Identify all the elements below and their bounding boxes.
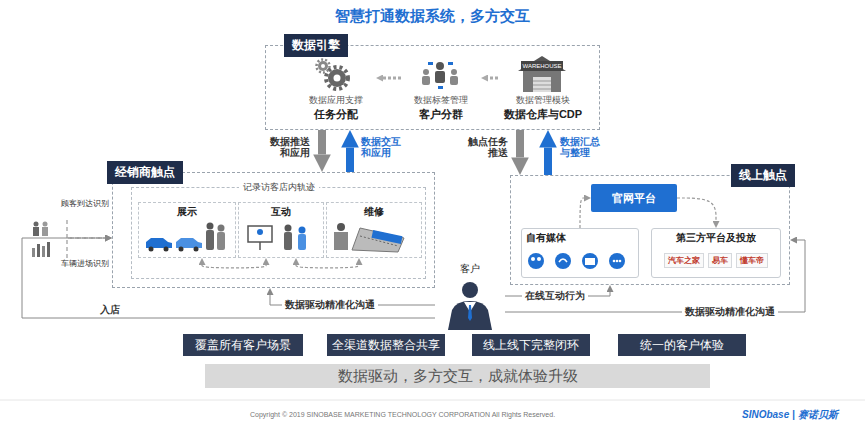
arrival-icon: [33, 222, 48, 237]
title: 智慧打通数据系统，多方交互: [0, 7, 865, 26]
node-text: 客户: [435, 262, 505, 276]
node-text: 任务分配: [314, 107, 358, 122]
flow-arrow: [677, 198, 716, 221]
touch-box: 互动: [238, 202, 324, 258]
online-panel: 线上触点官网平台自有媒体第三方平台及投放汽车之家易车懂车帝: [510, 175, 790, 285]
flow-arrow: [488, 77, 498, 80]
node-text: 顾客到达识别: [25, 198, 109, 209]
node-text: 数据管理模块: [516, 94, 570, 107]
edge-label: 在线互动行为: [522, 290, 588, 301]
sensor-node: 车辆进场识别: [25, 258, 109, 282]
feature-button: 线上线下完整闭环: [472, 334, 590, 356]
node-text: 第三方平台及投放: [652, 229, 780, 247]
flow-arrow: [318, 130, 326, 154]
node-text: 统一的客户体验: [640, 337, 724, 354]
website-box: 官网平台: [591, 184, 677, 212]
service-icon: [334, 223, 404, 252]
interaction-icon: [248, 225, 306, 251]
vehicle-icon: [32, 242, 50, 257]
node-text: 经销商触点: [107, 161, 183, 184]
edge-label: 数据驱动精准化沟通: [282, 299, 378, 310]
engine-module: 数据应用支撑任务分配: [296, 60, 376, 122]
flow-arrow: [516, 130, 524, 157]
flow-arrow: [22, 238, 435, 318]
edge-label: 触点任务推送: [464, 136, 508, 159]
touch-box: 维修: [326, 202, 422, 258]
node-text: 记录访客店内轨迹: [239, 181, 319, 194]
footer-rule: [0, 400, 865, 401]
track-box: 记录访客店内轨迹展示互动维修: [131, 187, 426, 279]
company-logo: SINObase | 赛诺贝斯: [742, 408, 838, 422]
feature-button: 统一的客户体验: [618, 334, 746, 356]
sensor-node: 顾客到达识别: [25, 198, 109, 220]
edge-label: 数据推送和应用: [266, 136, 310, 159]
node-text: 数据标签管理: [414, 94, 468, 107]
warehouse-icon: [518, 56, 566, 92]
flow-arrow: [580, 198, 584, 228]
node-text: 线上线下完整闭环: [483, 337, 579, 354]
node-text: 维修: [327, 203, 421, 219]
edge-label: 数据交互和应用: [361, 136, 407, 159]
customer-node: 客户: [435, 262, 505, 330]
node-text: 覆盖所有客户场景: [195, 337, 291, 354]
media-box: 自有媒体: [521, 228, 639, 278]
node-text: 互动: [239, 203, 323, 219]
node-text: 汽车之家: [664, 253, 704, 268]
flow-arrow: [202, 265, 266, 268]
feature-button: 覆盖所有客户场景: [183, 334, 303, 356]
node-text: 自有媒体: [522, 229, 638, 247]
third-party-box: 第三方平台及投放汽车之家易车懂车帝: [651, 228, 781, 278]
edge-label: 数据驱动精准化沟通: [682, 306, 778, 317]
node-text: 懂车帝: [736, 253, 768, 268]
copyright-note: Copyright © 2019 SINOBASE MARKETING TECH…: [250, 411, 555, 418]
media-icons: [528, 253, 625, 269]
feature-button: 全渠道数据整合共享: [327, 334, 445, 356]
node-text: 车辆进场识别: [25, 258, 109, 269]
flow-arrow: [383, 77, 401, 80]
warehouse-sign: WAREHOUSE: [521, 62, 563, 70]
dealer-panel: 经销商触点记录访客店内轨迹展示互动维修: [112, 172, 435, 288]
node-text: 数据引擎: [284, 34, 348, 57]
touch-box: 展示: [138, 202, 236, 258]
flow-arrow: [67, 238, 105, 258]
summary-band: 数据驱动，多方交互，成就体验升级: [205, 364, 710, 388]
flow-arrow: [67, 220, 105, 238]
node-text: 展示: [139, 203, 235, 219]
gear-icon: [317, 60, 349, 90]
customer-figure: [448, 282, 492, 330]
engine-panel: 数据引擎数据应用支撑任务分配数据标签管理客户分群数据管理模块数据仓库与CDP: [265, 45, 600, 130]
node-text: 线上触点: [731, 164, 795, 187]
flow-arrow: [544, 148, 552, 175]
flow-arrow: [296, 265, 359, 268]
edge-label: 入店: [100, 304, 120, 315]
node-text: 数据应用支撑: [309, 94, 363, 107]
flow-arrow: [346, 148, 354, 172]
showroom-icon: [146, 223, 225, 252]
tag-people-icon: [422, 62, 458, 89]
engine-module: 数据标签管理客户分群: [401, 60, 481, 122]
node-text: 数据驱动，多方交互，成就体验升级: [338, 367, 578, 386]
edge-label: 数据汇总与整理: [560, 136, 606, 159]
node-text: 官网平台: [612, 191, 656, 206]
node-text: 客户分群: [419, 107, 463, 122]
node-text: 易车: [708, 253, 732, 268]
node-text: 全渠道数据整合共享: [332, 337, 440, 354]
node-text: 数据仓库与CDP: [504, 107, 582, 122]
flow-arrow: [505, 240, 805, 312]
